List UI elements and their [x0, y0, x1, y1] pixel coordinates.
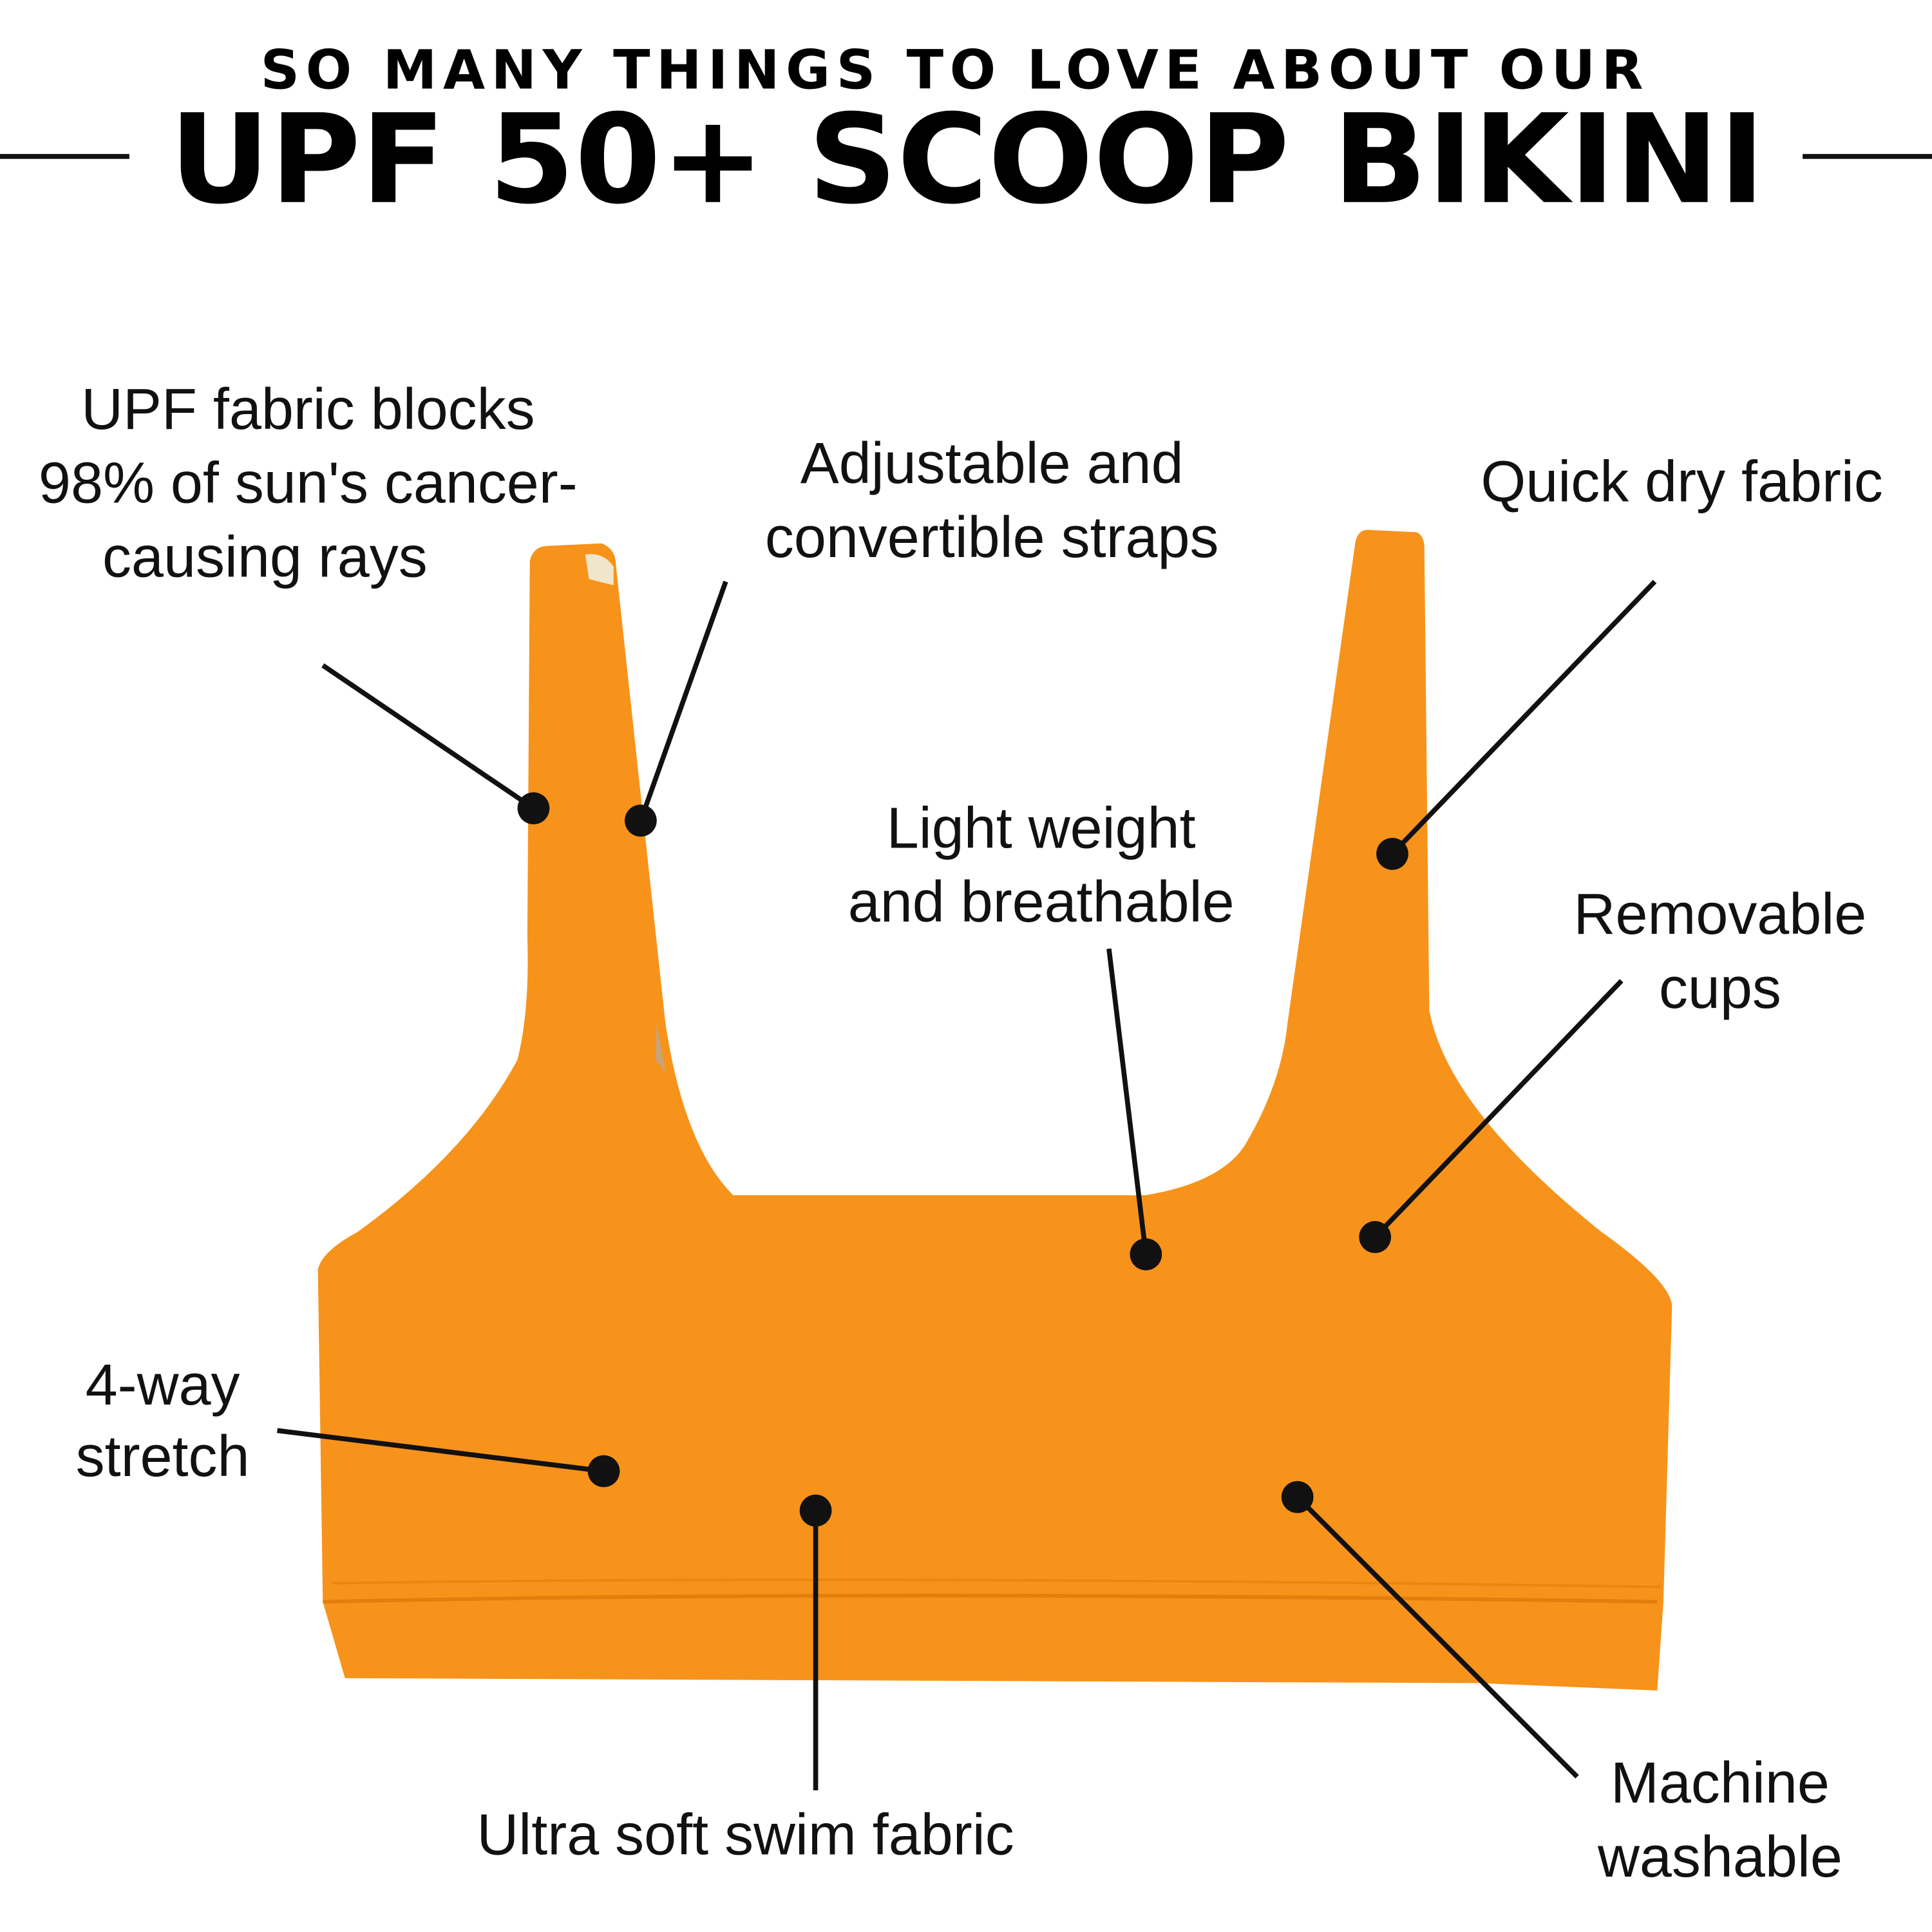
callout-quickdry: Quick dry fabric [1376, 450, 1883, 870]
callout-dot [517, 792, 550, 824]
callout-stretch: 4-way stretch [76, 1353, 620, 1489]
svg-text:and breathable: and breathable [848, 870, 1235, 934]
svg-text:Ultra soft swim fabric: Ultra soft swim fabric [477, 1803, 1014, 1867]
callout-light: Light weight and breathable [848, 796, 1235, 1271]
callout-dot [1130, 1238, 1162, 1271]
svg-text:4-way: 4-way [86, 1353, 240, 1417]
callout-machine: Machine washable [1281, 1481, 1842, 1889]
callout-dot [587, 1455, 620, 1488]
svg-text:Adjustable and: Adjustable and [800, 431, 1184, 496]
svg-text:Quick dry fabric: Quick dry fabric [1481, 450, 1883, 515]
callout-dot [1376, 838, 1408, 870]
svg-text:Machine: Machine [1611, 1751, 1830, 1815]
header-title: UPF 50+ SCOOP BIKINI [169, 88, 1765, 232]
svg-text:98% of sun's cancer-: 98% of sun's cancer- [39, 451, 578, 516]
svg-text:convertible straps: convertible straps [765, 506, 1219, 570]
svg-text:causing rays: causing rays [102, 525, 428, 589]
callout-upf: UPF fabric blocks 98% of sun's cancer- c… [39, 377, 578, 824]
header-subtitle: SO MANY THINGS TO LOVE ABOUT OUR [260, 39, 1649, 102]
callout-dot [625, 804, 657, 837]
callout-dot [1359, 1221, 1392, 1253]
svg-text:Removable: Removable [1574, 882, 1867, 947]
callout-straps: Adjustable and convertible straps [625, 431, 1218, 837]
callout-soft: Ultra soft swim fabric [477, 1494, 1014, 1867]
callout-dot [1281, 1481, 1314, 1513]
callout-cups: Removable cups [1359, 882, 1866, 1253]
svg-text:stretch: stretch [76, 1425, 250, 1489]
svg-text:washable: washable [1597, 1825, 1842, 1889]
svg-text:UPF fabric blocks: UPF fabric blocks [81, 377, 535, 442]
bikini-top-image [317, 529, 1672, 1690]
svg-text:Light weight: Light weight [887, 796, 1196, 860]
svg-text:cups: cups [1659, 956, 1781, 1021]
callout-dot [799, 1494, 832, 1527]
